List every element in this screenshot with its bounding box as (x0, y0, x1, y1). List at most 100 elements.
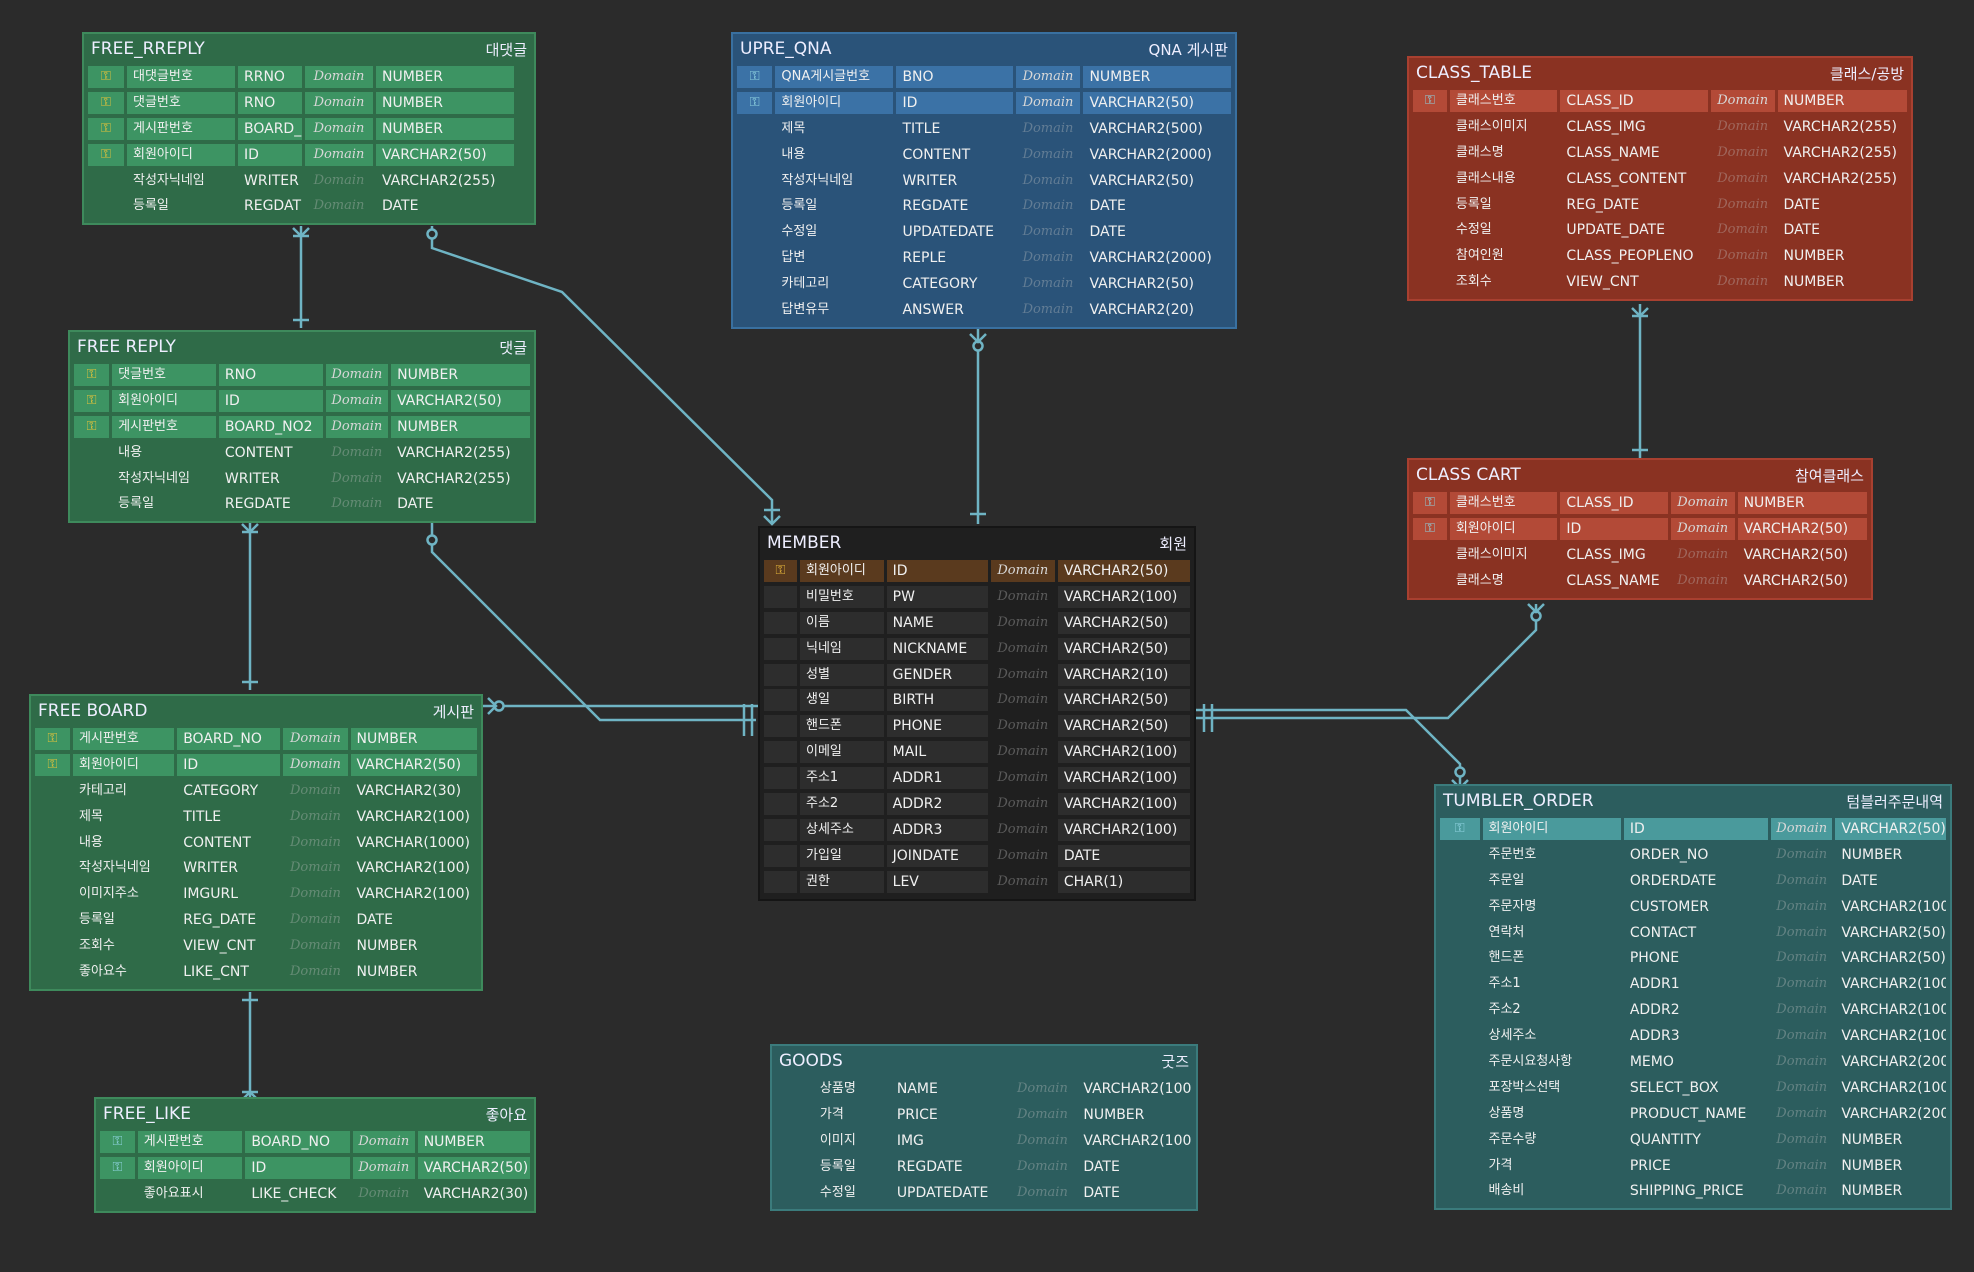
column-korean-name: 클래스이미지 (1455, 546, 1528, 562)
key-cell (1413, 570, 1447, 592)
entity-header: GOODS 굿즈 (772, 1046, 1196, 1076)
column-type: VARCHAR2(200) (1841, 1053, 1946, 1070)
column-korean-name: 상세주소 (1488, 1028, 1537, 1044)
column-korean-name: QNA게시글번호 (775, 65, 894, 88)
key-cell (74, 493, 109, 515)
column-domain: Domain (325, 389, 389, 412)
column-name: CONTACT (1629, 924, 1697, 941)
column-domain: Domain (1670, 491, 1735, 514)
